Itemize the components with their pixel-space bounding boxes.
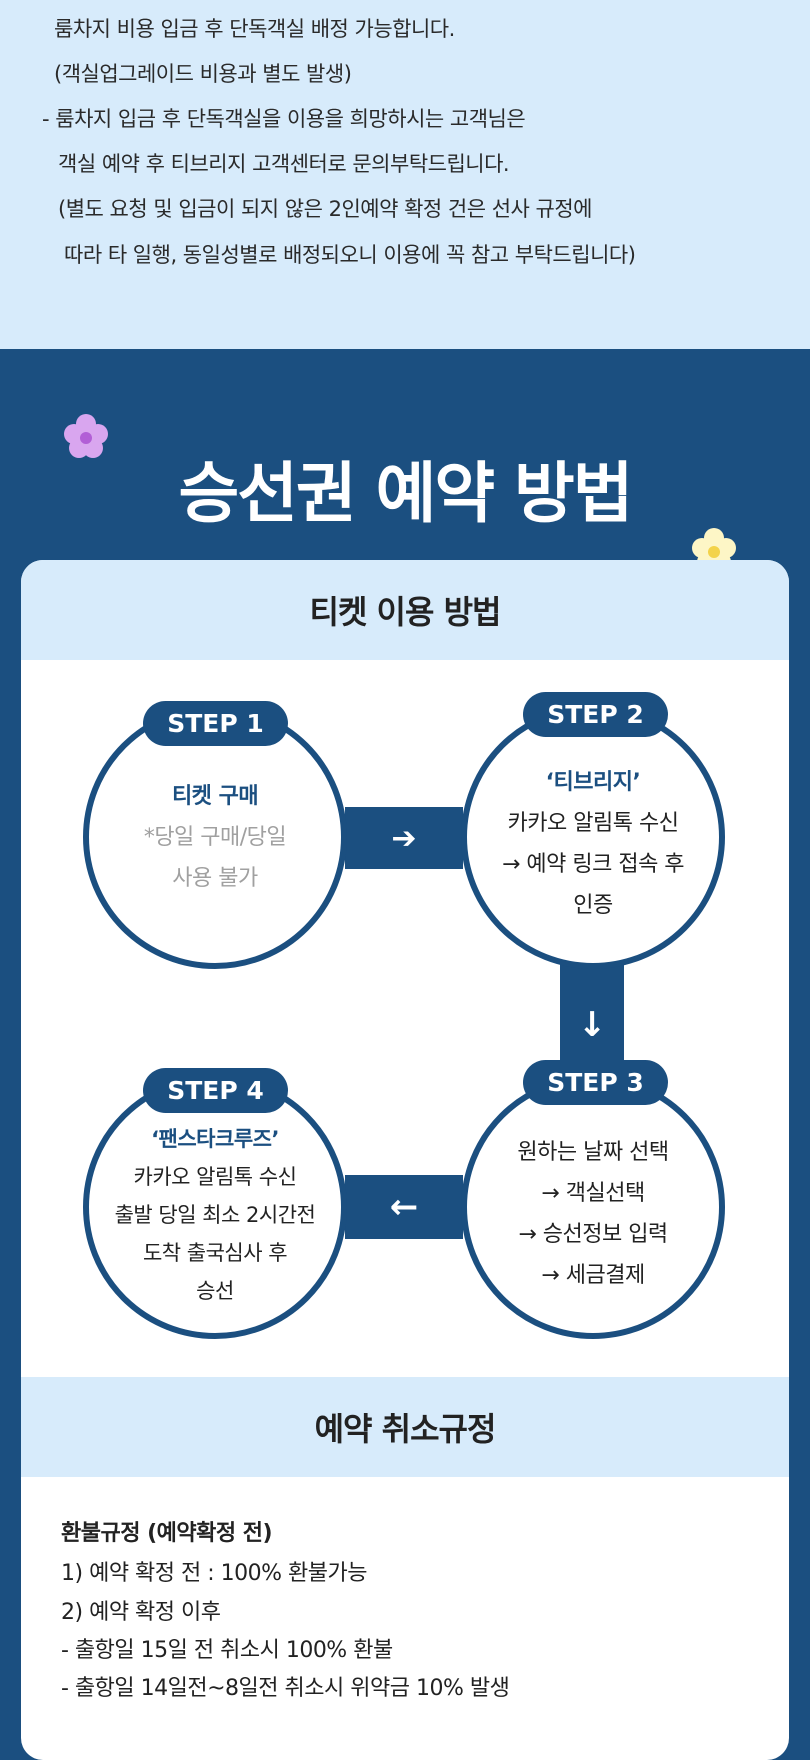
connector-3-4: ← (345, 1175, 463, 1239)
notice-line: 따라 타 일행, 동일성별로 배정되오니 이용에 꼭 참고 부탁드립니다) (64, 243, 636, 267)
step-line: 카카오 알림톡 수신 (507, 811, 679, 836)
reservation-card: 티켓 이용 방법 ➔ ↓ ← 티켓 구매 *당일 구매/당일 사용 불가 STE… (21, 560, 789, 1760)
step-title: ‘팬스타크루즈’ (151, 1127, 279, 1151)
step-line: *당일 구매/당일 (143, 824, 287, 850)
rule-line: - 출항일 15일 전 취소시 100% 환불 (61, 1638, 393, 1663)
step-line: → 예약 링크 접속 후 (501, 852, 685, 877)
step-line: → 세금결제 (541, 1263, 645, 1288)
step-line: 원하는 날짜 선택 (517, 1140, 669, 1165)
purple-flower-icon (64, 414, 108, 458)
ticket-usage-heading: 티켓 이용 방법 (21, 560, 789, 660)
step-2-circle: ‘티브리지’ 카카오 알림톡 수신 → 예약 링크 접속 후 인증 (461, 705, 725, 969)
step-4-circle: ‘팬스타크루즈’ 카카오 알림톡 수신 출발 당일 최소 2시간전 도착 출국심… (83, 1075, 347, 1339)
step-3-badge: STEP 3 (523, 1060, 668, 1105)
step-line: 승선 (196, 1279, 234, 1303)
step-line: 사용 불가 (172, 865, 258, 891)
step-line: 도착 출국심사 후 (142, 1241, 288, 1265)
notice-line: (객실업그레이드 비용과 별도 발생) (54, 62, 352, 86)
step-line: → 승선정보 입력 (518, 1222, 668, 1247)
arrow-down-icon: ↓ (577, 1005, 607, 1045)
notice-section: 룸차지 비용 입금 후 단독객실 배정 가능합니다. (객실업그레이드 비용과 … (0, 0, 810, 349)
notice-line: 객실 예약 후 티브리지 고객센터로 문의부탁드립니다. (58, 152, 510, 176)
cancellation-heading: 예약 취소규정 (21, 1377, 789, 1477)
step-line: → 객실선택 (541, 1181, 645, 1206)
rule-line: 1) 예약 확정 전 : 100% 환불가능 (61, 1561, 368, 1586)
connector-1-2: ➔ (345, 807, 463, 869)
step-1-circle: 티켓 구매 *당일 구매/당일 사용 불가 (83, 705, 347, 969)
step-4-badge: STEP 4 (143, 1068, 288, 1113)
step-title: ‘티브리지’ (545, 770, 641, 795)
step-line: 카카오 알림톡 수신 (133, 1165, 297, 1189)
section-title: 승선권 예약 방법 (178, 455, 634, 532)
rule-line: 2) 예약 확정 이후 (61, 1600, 221, 1625)
rule-line: - 출항일 14일전~8일전 취소시 위약금 10% 발생 (61, 1676, 510, 1701)
notice-line: - 룸차지 입금 후 단독객실을 이용을 희망하시는 고객님은 (42, 107, 526, 131)
step-3-circle: 원하는 날짜 선택 → 객실선택 → 승선정보 입력 → 세금결제 (461, 1075, 725, 1339)
step-2-badge: STEP 2 (523, 692, 668, 737)
rules-subheading: 환불규정 (예약확정 전) (61, 1521, 273, 1546)
notice-line: 룸차지 비용 입금 후 단독객실 배정 가능합니다. (54, 17, 455, 41)
step-1-badge: STEP 1 (143, 701, 288, 746)
step-title: 티켓 구매 (171, 783, 259, 809)
arrow-right-icon: ➔ (391, 820, 417, 856)
step-line: 출발 당일 최소 2시간전 (114, 1203, 316, 1227)
arrow-left-icon: ← (389, 1187, 419, 1227)
notice-line: (별도 요청 및 입금이 되지 않은 2인예약 확정 건은 선사 규정에 (58, 197, 593, 221)
step-line: 인증 (573, 893, 613, 918)
